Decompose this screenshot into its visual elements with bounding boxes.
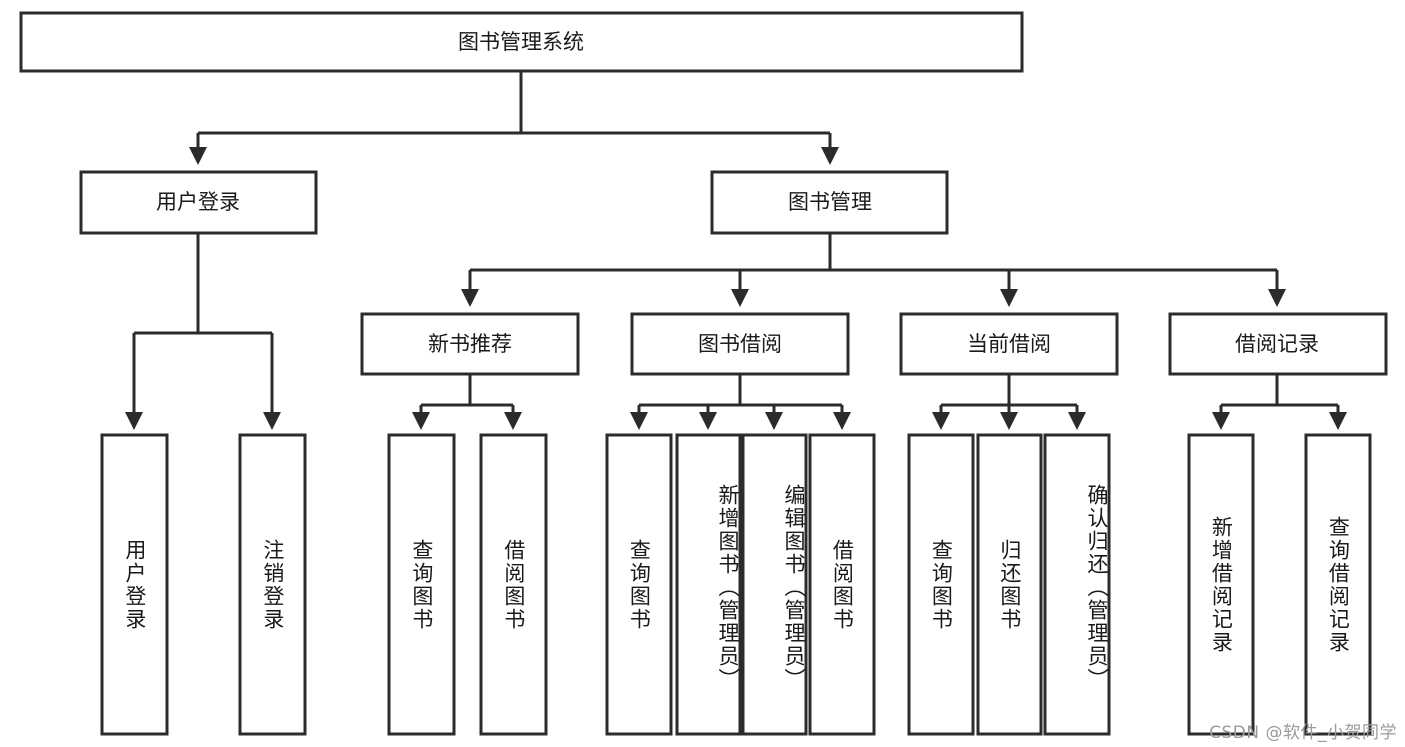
connector-group-user-login (125, 233, 281, 430)
leaf-borrow-2-rect[interactable] (741, 433, 808, 736)
connector-group-book-mgmt (461, 233, 1286, 307)
node-book-borrow-label: 图书借阅 (698, 332, 782, 356)
leaf-current-2-rect[interactable] (1043, 433, 1111, 736)
node-user-login-rect[interactable] (79, 170, 318, 235)
leaf-records-1-rect[interactable] (1304, 433, 1372, 736)
leaf-group-records (1187, 433, 1372, 736)
node-root-label: 图书管理系统 (458, 30, 584, 54)
node-root-rect[interactable] (19, 11, 1024, 73)
node-book-management-rect[interactable] (710, 170, 949, 235)
leaf-group-current (907, 433, 1111, 736)
node-book-borrow[interactable]: 图书借阅 (630, 312, 850, 376)
node-user-login[interactable]: 用户登录 (79, 170, 318, 235)
leaf-records-0-rect[interactable] (1187, 433, 1255, 736)
csdn-watermark: CSDN @软件_小贺同学 (1209, 723, 1397, 743)
leaf-group-borrow (605, 433, 876, 736)
node-book-management[interactable]: 图书管理 (710, 170, 949, 235)
node-user-login-label: 用户登录 (156, 190, 240, 214)
connector-group-root (189, 71, 839, 165)
node-current-borrow-rect[interactable] (899, 312, 1119, 376)
leaf-user-login-0-rect[interactable] (100, 433, 169, 736)
node-borrow-records-rect[interactable] (1168, 312, 1388, 376)
connector-group-records (1212, 374, 1347, 430)
leaf-group-user-login (100, 433, 307, 736)
leaf-current-0-rect[interactable] (907, 433, 975, 736)
leaf-new-book-0-rect[interactable] (387, 433, 456, 736)
leaf-borrow-0-rect[interactable] (605, 433, 673, 736)
leaf-user-login-1-rect[interactable] (238, 433, 307, 736)
leaf-group-new-book (387, 433, 548, 736)
leaf-new-book-1-rect[interactable] (479, 433, 548, 736)
node-new-book-recommend[interactable]: 新书推荐 (360, 312, 580, 376)
leaf-current-1-rect[interactable] (976, 433, 1043, 736)
leaf-borrow-1-rect[interactable] (675, 433, 742, 736)
connector-group-new-book (412, 374, 522, 430)
connector-group-borrow (630, 374, 851, 430)
node-root[interactable]: 图书管理系统 (19, 11, 1024, 73)
node-borrow-records[interactable]: 借阅记录 (1168, 312, 1388, 376)
node-new-book-recommend-rect[interactable] (360, 312, 580, 376)
node-book-management-label: 图书管理 (788, 190, 872, 214)
node-current-borrow[interactable]: 当前借阅 (899, 312, 1119, 376)
node-current-borrow-label: 当前借阅 (967, 332, 1051, 356)
node-borrow-records-label: 借阅记录 (1235, 332, 1319, 356)
node-new-book-recommend-label: 新书推荐 (428, 332, 512, 356)
connector-group-current (932, 374, 1086, 430)
leaf-borrow-3-rect[interactable] (808, 433, 876, 736)
node-book-borrow-rect[interactable] (630, 312, 850, 376)
